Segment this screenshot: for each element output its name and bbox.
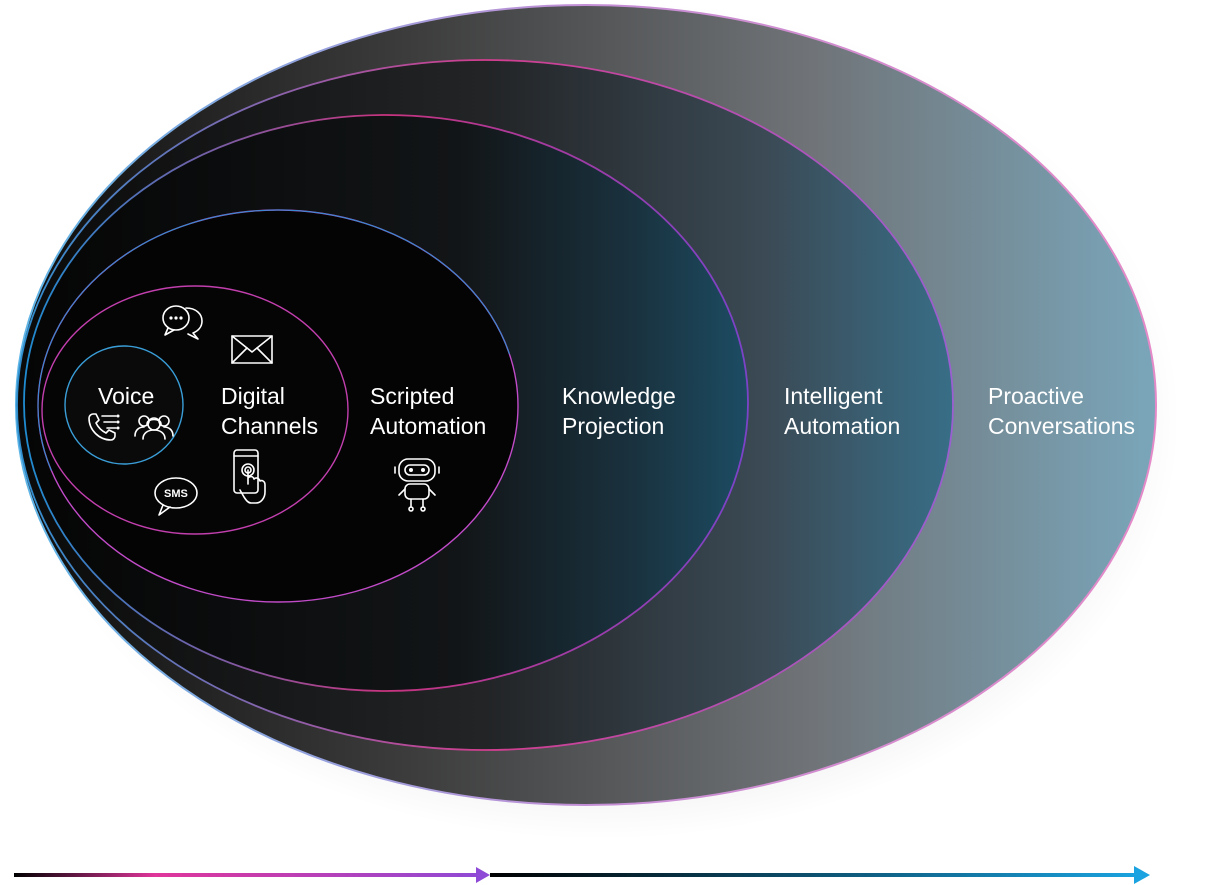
progression-arrow-mid-head xyxy=(476,867,490,883)
chat-bubble-icon xyxy=(162,305,203,340)
sms-bubble-text: SMS xyxy=(164,488,188,500)
ring-voice-shape xyxy=(64,345,184,465)
ring-scripted-highlight xyxy=(37,209,519,603)
label-knowledge-line1: Knowledge xyxy=(562,383,676,409)
label-digital-line1: Digital xyxy=(221,383,285,409)
sms-bubble-icon: SMS xyxy=(154,477,198,516)
label-intelligent-line2: Automation xyxy=(784,413,900,439)
label-digital: Digital Channels xyxy=(221,383,318,439)
progression-arrow-head xyxy=(1134,866,1150,884)
agents-icon xyxy=(134,415,174,440)
progression-arrow-right-segment xyxy=(490,873,1140,877)
label-proactive: Proactive Conversations xyxy=(988,383,1135,439)
phone-touch-icon xyxy=(233,449,266,504)
label-digital-line2: Channels xyxy=(221,413,318,439)
label-scripted: Scripted Automation xyxy=(370,383,486,439)
label-knowledge-line2: Projection xyxy=(562,413,664,439)
label-voice-line1: Voice xyxy=(98,383,154,409)
label-knowledge: Knowledge Projection xyxy=(562,383,682,439)
label-voice: Voice xyxy=(98,383,154,409)
envelope-icon xyxy=(231,335,273,364)
label-scripted-line2: Automation xyxy=(370,413,486,439)
label-proactive-line2: Conversations xyxy=(988,413,1135,439)
label-intelligent-line1: Intelligent xyxy=(784,383,883,409)
phone-call-icon xyxy=(88,413,120,441)
ring-voice xyxy=(64,345,184,465)
label-intelligent: Intelligent Automation xyxy=(784,383,900,439)
progression-arrow-left-segment xyxy=(14,873,484,877)
robot-icon xyxy=(394,458,440,512)
progression-arrow xyxy=(14,866,1150,884)
label-proactive-line1: Proactive xyxy=(988,383,1084,409)
label-scripted-line1: Scripted xyxy=(370,383,454,409)
